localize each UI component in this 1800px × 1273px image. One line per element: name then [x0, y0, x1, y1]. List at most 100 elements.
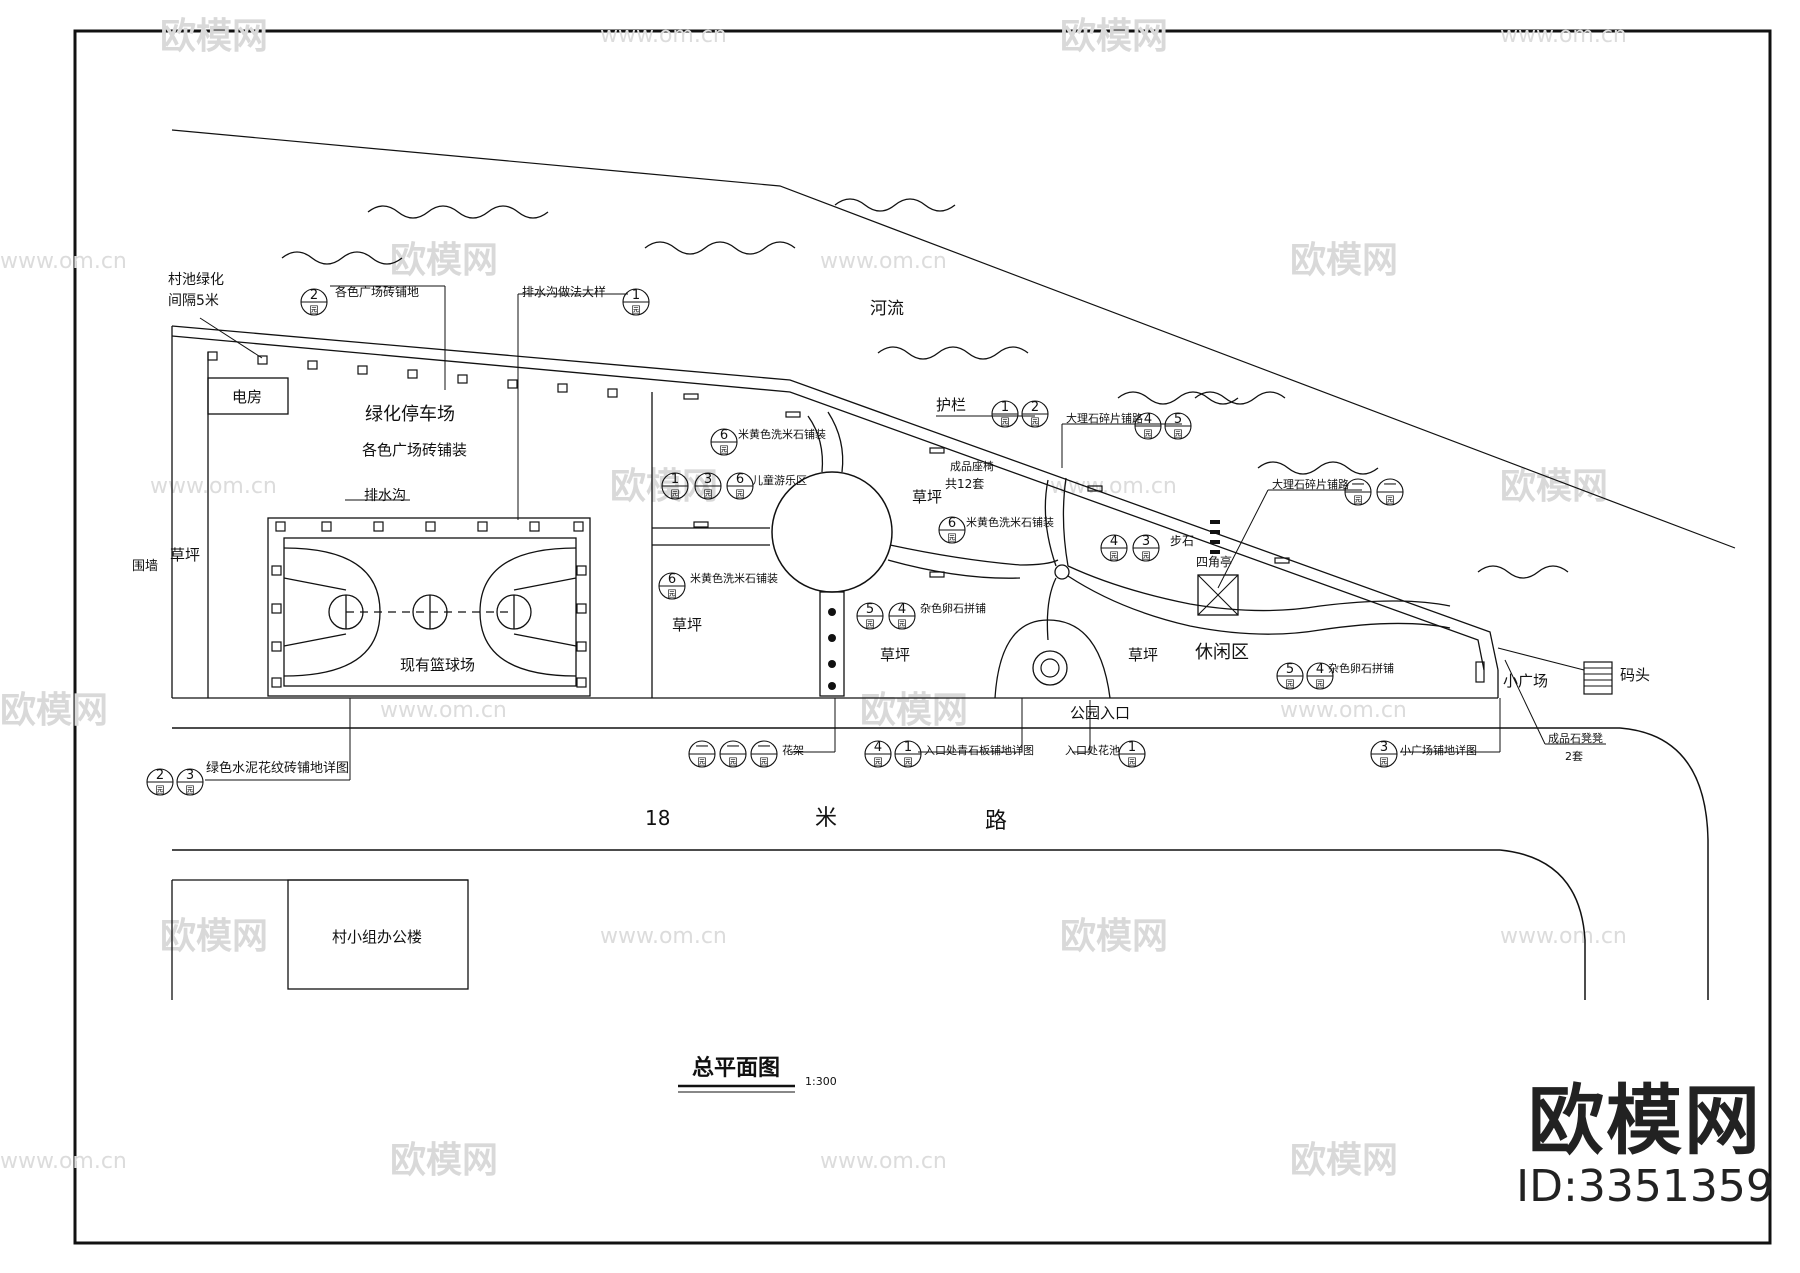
lawn-label-mid: 草坪	[672, 616, 702, 634]
svg-text:4: 4	[1144, 412, 1152, 427]
path-leisure-upper	[1067, 565, 1451, 612]
circular-plaza	[771, 471, 893, 593]
tree-boxes	[207, 351, 618, 398]
small-plaza-label: 小广场	[1503, 672, 1548, 690]
watermark-logo: 欧模网	[160, 16, 268, 57]
callout-circle: 一园	[1344, 478, 1372, 506]
svg-text:6: 6	[720, 428, 728, 443]
parking-paving-label: 各色广场砖铺装	[362, 441, 467, 459]
watermark-logo: 欧模网	[0, 690, 108, 731]
drain-label: 排水沟	[364, 488, 406, 504]
callout-circle: 4园	[1306, 662, 1334, 690]
entrance-arc	[994, 619, 1111, 699]
office-label: 村小组办公楼	[332, 928, 422, 946]
watermark-url: www.om.cn	[600, 924, 727, 949]
svg-text:园: 园	[1385, 495, 1394, 506]
svg-text:一: 一	[695, 740, 708, 755]
path-to-entrance	[1046, 577, 1057, 641]
callout-circle: 一园	[1376, 478, 1404, 506]
svg-text:5: 5	[1286, 662, 1294, 677]
callout-circle: 6园	[658, 572, 686, 600]
path-north	[807, 411, 844, 473]
court-light-boxes	[271, 521, 587, 688]
svg-text:园: 园	[903, 757, 912, 768]
svg-text:2: 2	[156, 768, 164, 783]
watermark-url: www.om.cn	[1500, 23, 1627, 48]
dock	[1583, 661, 1613, 695]
callout-circle: 3园	[694, 472, 722, 500]
power-room	[207, 377, 289, 415]
note-big-stone-1: 大理石碎片铺路	[1066, 411, 1143, 425]
svg-text:园: 园	[1030, 417, 1039, 428]
svg-text:园: 园	[1285, 679, 1294, 690]
callout-circle: 4园	[1100, 534, 1128, 562]
svg-text:1: 1	[632, 288, 640, 303]
note-drain-detail: 排水沟做法大样	[522, 284, 606, 299]
railing-outer-line	[171, 325, 1499, 671]
svg-text:一: 一	[1351, 478, 1364, 493]
callouts: 2园 1园 1园 2园 4园 5园 一园 一园 1园 3园 6园 6园 6园 6…	[146, 288, 1404, 796]
watermark-logo: 欧模网	[390, 240, 498, 281]
svg-text:园: 园	[1173, 429, 1182, 440]
model-id: ID:3351359	[1516, 1161, 1774, 1212]
callout-circle: 6园	[938, 516, 966, 544]
callout-circle: 2园	[146, 768, 174, 796]
path-node	[1054, 564, 1070, 580]
svg-text:3: 3	[186, 768, 194, 783]
callout-circle: 3园	[1370, 740, 1398, 768]
callout-circle: 一园	[688, 740, 716, 768]
svg-text:一: 一	[1383, 478, 1396, 493]
lawn-label-west: 草坪	[170, 546, 200, 564]
court-outer	[267, 517, 591, 697]
svg-text:2: 2	[1031, 400, 1039, 415]
railing-inner-line	[171, 335, 1485, 671]
note-stool-count: 共12套	[945, 477, 984, 491]
svg-text:1: 1	[1001, 400, 1009, 415]
brand-logo-text: 欧模网	[1528, 1076, 1762, 1165]
svg-text:6: 6	[668, 572, 676, 587]
callout-circle: 4园	[888, 602, 916, 630]
stepping-stones	[1210, 520, 1220, 554]
note-two-sets: 2套	[1565, 750, 1583, 763]
svg-text:园: 园	[735, 489, 744, 500]
callout-circle: 3园	[1132, 534, 1160, 562]
path-to-railing	[1044, 477, 1069, 567]
dock-steps	[1584, 667, 1612, 687]
court-markings	[283, 547, 577, 677]
park-entrance-label: 公园入口	[1070, 704, 1130, 722]
path-leisure-lower	[1067, 575, 1451, 635]
note-entrance-bed: 入口处花池	[1065, 744, 1120, 757]
note-entrance-paving: 入口处青石板铺地详图	[924, 743, 1034, 757]
power-room-label: 电房	[232, 388, 262, 406]
watermark-logo: 欧模网	[1060, 16, 1168, 57]
note-washed-stone-2: 米黄色洗米石铺装	[966, 515, 1054, 529]
svg-text:1: 1	[1128, 740, 1136, 755]
watermark-url: www.om.cn	[150, 474, 277, 499]
path-east-lower	[887, 559, 1021, 579]
note-village-green-2: 间隔5米	[168, 293, 219, 309]
water-waves	[281, 198, 1569, 579]
brand-block: 欧模网 ID:3351359	[1505, 1080, 1785, 1212]
watermark-url: www.om.cn	[0, 1149, 127, 1174]
lawn-label-east: 草坪	[1128, 646, 1158, 664]
road-label-18: 18	[645, 806, 670, 830]
svg-text:4: 4	[874, 740, 882, 755]
flower-rack-plants	[828, 608, 836, 690]
note-washed-stone-3: 米黄色洗米石铺装	[690, 571, 778, 585]
river-bank-line	[171, 129, 1736, 549]
lawn-label-north: 草坪	[912, 488, 942, 506]
drawing-frame	[73, 29, 1772, 1245]
callout-circle: 1园	[622, 288, 650, 316]
svg-text:园: 园	[719, 445, 728, 456]
callout-circle: 6园	[726, 472, 754, 500]
wall-label: 围墙	[132, 559, 158, 574]
svg-text:园: 园	[670, 489, 679, 500]
svg-text:1: 1	[904, 740, 912, 755]
note-small-plaza-paving: 小广场铺地详图	[1400, 743, 1477, 757]
callout-circle: 1园	[661, 472, 689, 500]
svg-text:3: 3	[1142, 534, 1150, 549]
watermark-url: www.om.cn	[600, 23, 727, 48]
svg-text:园: 园	[1315, 679, 1324, 690]
river-label: 河流	[870, 299, 904, 319]
svg-text:园: 园	[155, 785, 164, 796]
